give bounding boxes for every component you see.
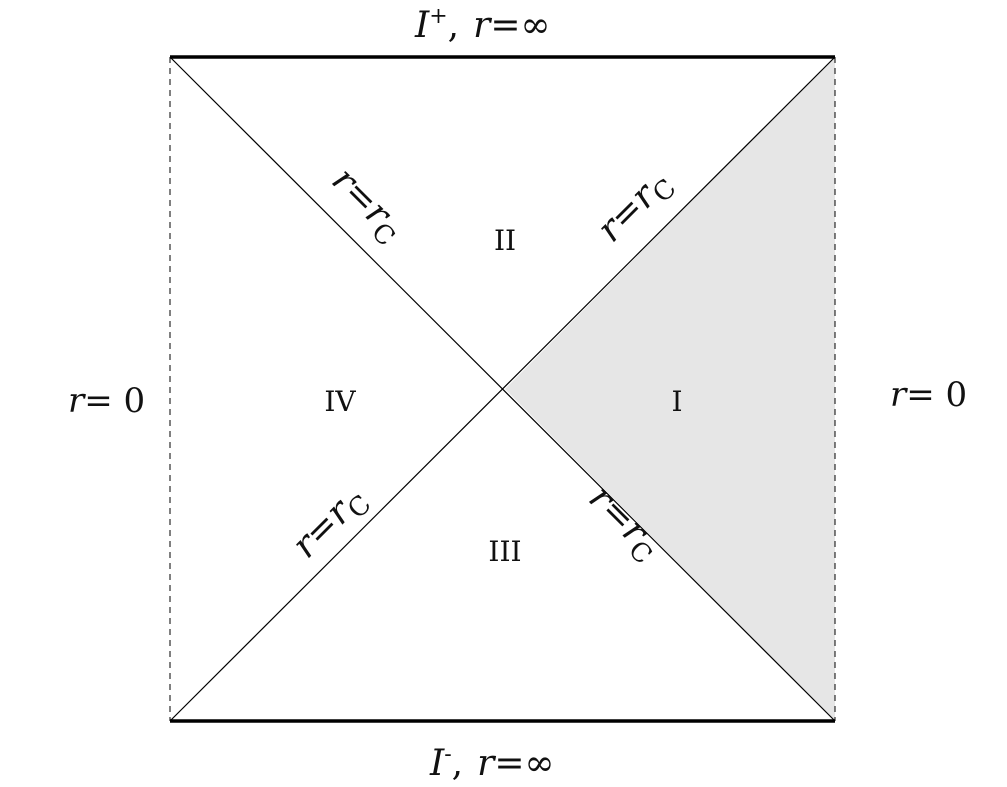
svg-text:r=rC: r=rC <box>284 477 377 570</box>
r-symbol: r <box>68 381 86 421</box>
future-null-infinity-label: I+, r=∞ <box>414 4 551 46</box>
scri-minus-superscript: - <box>444 742 451 767</box>
r-symbol: r <box>477 743 496 784</box>
svg-text:r=rC: r=rC <box>320 159 413 252</box>
equals-zero: = 0 <box>84 381 145 421</box>
equals-infinity: =∞ <box>490 5 550 46</box>
region-I-shading <box>505 57 835 721</box>
equals-zero: = 0 <box>906 375 967 415</box>
left-r0-label: r= 0 <box>68 381 145 421</box>
region-I-label: I <box>671 385 682 418</box>
horizon-label-lower-left: r=rC <box>284 477 377 570</box>
r-symbol: r <box>890 375 908 415</box>
horizon-label-upper-left: r=rC <box>320 159 413 252</box>
r-symbol: r <box>473 5 492 46</box>
region-III-label: III <box>488 535 521 568</box>
label-comma: , <box>452 743 463 784</box>
scri-symbol: I <box>429 743 445 784</box>
right-r0-label: r= 0 <box>890 375 967 415</box>
scri-symbol: I <box>414 5 430 46</box>
equals-infinity: =∞ <box>494 743 554 784</box>
scri-plus-superscript: + <box>429 4 447 29</box>
region-II-label: II <box>494 224 516 257</box>
horizon-diagonal-ascending <box>169 56 836 722</box>
region-IV-label: IV <box>324 385 356 418</box>
label-comma: , <box>448 5 459 46</box>
past-null-infinity-label: I-, r=∞ <box>429 742 555 784</box>
